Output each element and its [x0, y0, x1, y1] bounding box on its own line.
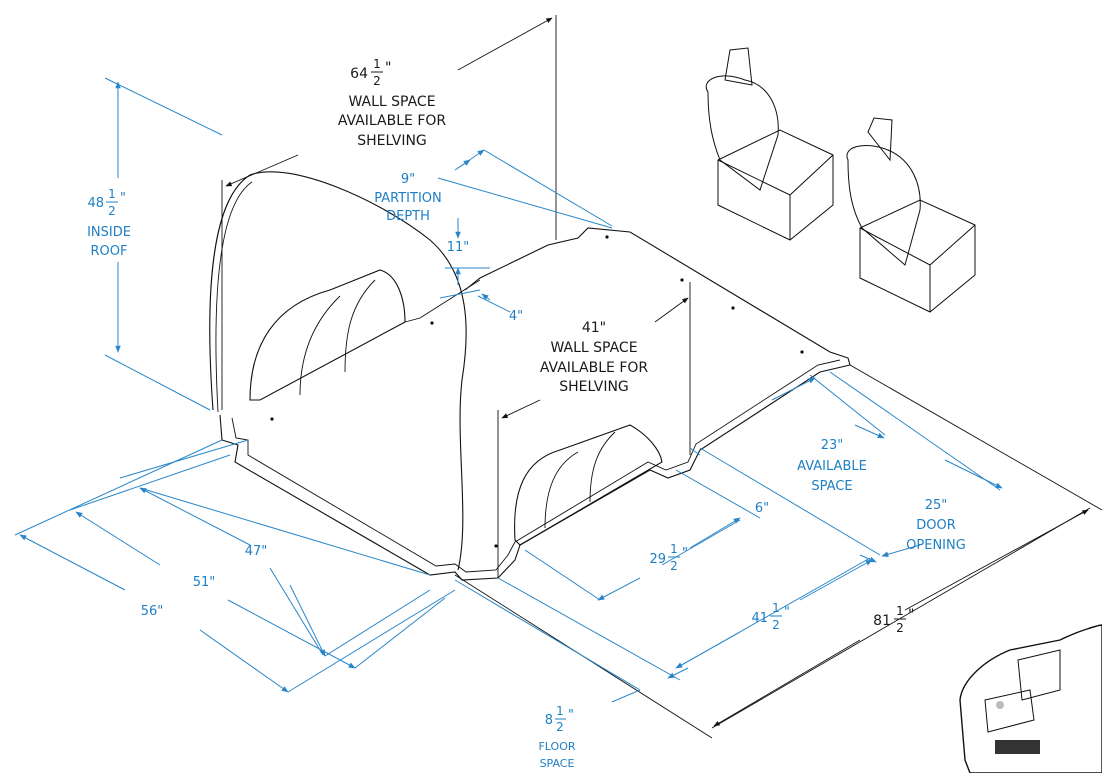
label-41-half: 41 1 2 ": [751, 601, 790, 632]
dim-41h-unit: ": [784, 605, 790, 620]
dimension-lines-black: [221, 15, 1102, 739]
label-floor-space: 8 1 2 " FLOOR SPACE: [538, 704, 575, 770]
dim-48-den: 2: [108, 204, 116, 218]
dim-8-line2: SPACE: [540, 757, 575, 770]
dim-48-unit: ": [120, 191, 126, 206]
dim-29-unit: ": [682, 546, 688, 561]
dim-48-line1: INSIDE: [87, 225, 131, 240]
wheel-well-right: [514, 424, 663, 546]
label-wall-top: 64 1 2 " WALL SPACE AVAILABLE FOR SHELVI…: [338, 57, 447, 149]
dim-8-den: 2: [556, 720, 564, 734]
label-inside-roof: 48 1 2 " INSIDE ROOF: [87, 187, 131, 259]
dim-64-line1: WALL SPACE: [348, 94, 435, 110]
dim-41h-whole: 41: [751, 611, 768, 626]
label-partition-depth: 9" PARTITION DEPTH: [374, 172, 442, 224]
label-wall-mid: 41" WALL SPACE AVAILABLE FOR SHELVING: [540, 320, 649, 395]
dim-8-line1: FLOOR: [538, 740, 575, 753]
dim-48-line2: ROOF: [91, 244, 128, 259]
label-29: 29 1 2 ": [649, 542, 688, 573]
cargo-floor: [219, 227, 851, 581]
dim-47-label: 47": [245, 544, 268, 559]
dim-6-label: 6": [755, 501, 769, 516]
dim-48-num: 1: [108, 187, 116, 201]
dim-29-num: 1: [670, 542, 678, 556]
van-photo-icon: [959, 624, 1102, 774]
dim-41h-den: 2: [772, 618, 780, 632]
dim-25-line2: OPENING: [906, 538, 966, 553]
wheel-well-left: [249, 269, 481, 401]
dim-64-unit: ": [385, 60, 391, 76]
dim-81-num: 1: [896, 604, 904, 618]
dim-81-unit: ": [908, 607, 914, 623]
dim-81-whole: 81: [873, 613, 891, 629]
dim-23-line1: AVAILABLE: [797, 459, 867, 474]
dim-41-line1: WALL SPACE: [550, 340, 637, 356]
dim-25-line1: DOOR: [916, 518, 956, 533]
dim-56-label: 56": [141, 604, 164, 619]
dim-9-line1: PARTITION: [374, 191, 442, 206]
dim-11-label: 11": [447, 240, 470, 255]
seat-right: [846, 117, 976, 313]
dim-9-line2: DEPTH: [386, 209, 430, 224]
dim-48-whole: 48: [87, 196, 104, 211]
dim-41-line3: SHELVING: [559, 379, 629, 395]
dim-64-den: 2: [373, 74, 381, 88]
dim-29-whole: 29: [649, 552, 666, 567]
dim-41h-num: 1: [772, 601, 780, 615]
dim-4-label: 4": [509, 309, 523, 324]
dim-51-label: 51": [193, 575, 216, 590]
dim-64-line2: AVAILABLE FOR: [338, 113, 447, 129]
dim-41-value: 41": [582, 320, 606, 336]
seat-left: [705, 47, 834, 241]
dim-64-num: 1: [373, 57, 381, 71]
dim-8-unit: ": [568, 708, 574, 723]
dim-25-value: 25": [925, 498, 948, 513]
label-available-space: 23" AVAILABLE SPACE: [797, 438, 867, 494]
dim-23-value: 23": [821, 438, 844, 453]
dim-64-line3: SHELVING: [357, 133, 427, 149]
dim-8-whole: 8: [545, 713, 553, 728]
dim-9-value: 9": [401, 172, 415, 187]
dim-23-line2: SPACE: [811, 479, 852, 494]
dim-41-line2: AVAILABLE FOR: [540, 360, 649, 376]
dim-8-num: 1: [556, 704, 564, 718]
dim-81-den: 2: [896, 621, 904, 635]
dim-29-den: 2: [670, 559, 678, 573]
label-81: 81 1 2 ": [873, 604, 914, 635]
dim-64-whole: 64: [350, 66, 368, 82]
partition-wall: [209, 171, 467, 571]
label-door-opening: 25" DOOR OPENING: [906, 498, 966, 553]
